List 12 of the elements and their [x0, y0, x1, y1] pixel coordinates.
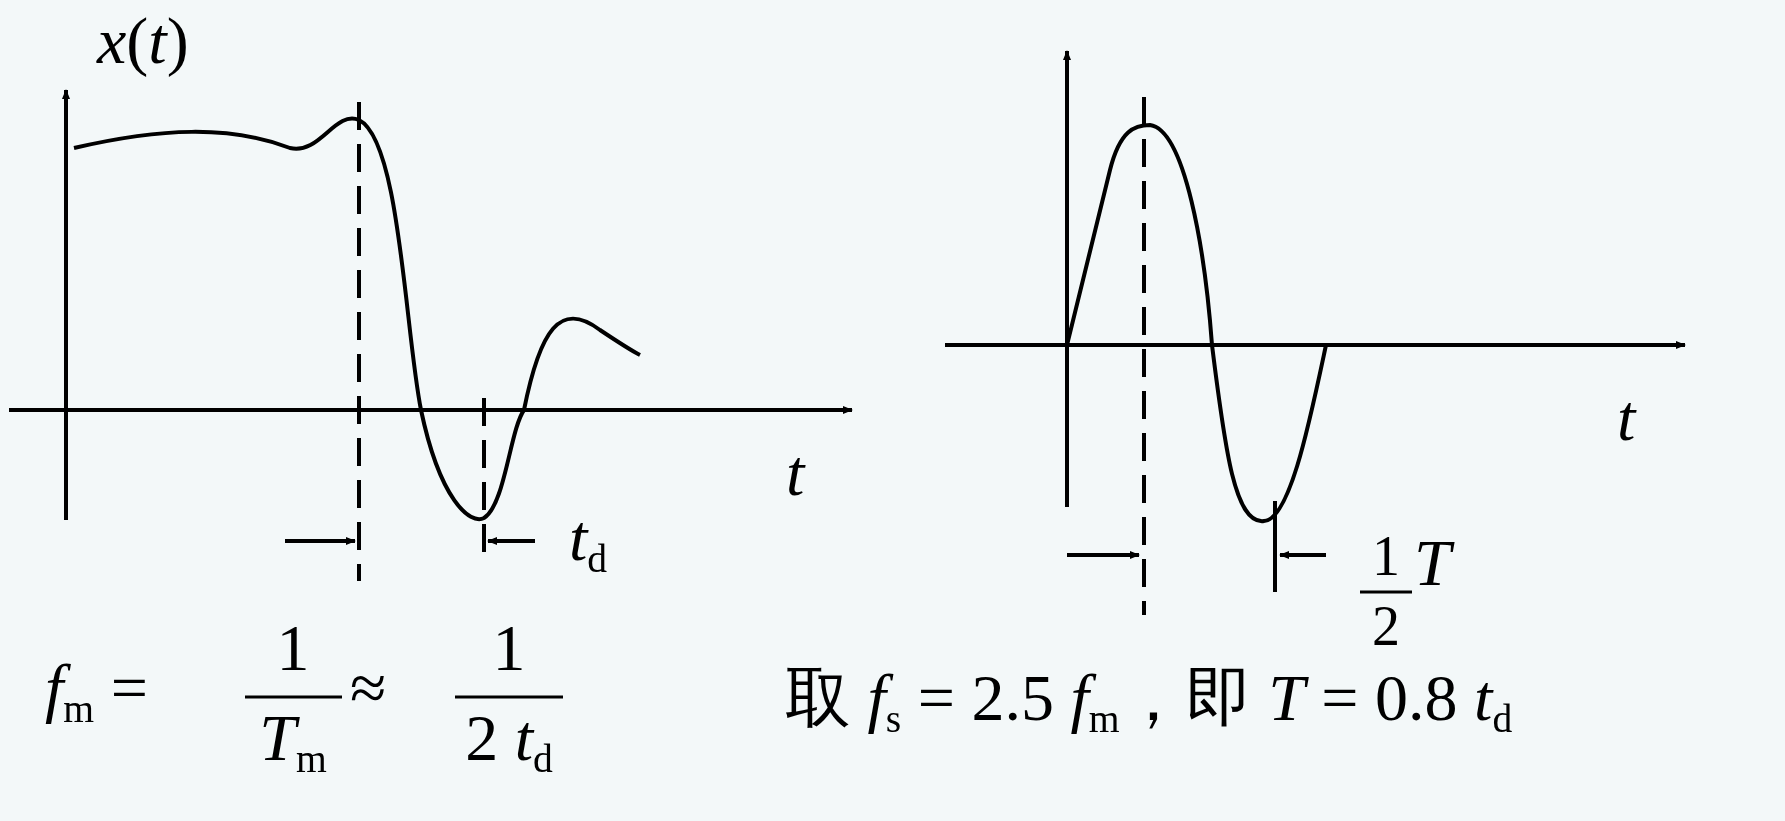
fraction-denominator: 2 [1372, 598, 1400, 654]
formula-text: 取 f$_{s}$ = 2.5 f$_{m}$，即 T = 0.8 t$_{d}$ [785, 665, 1513, 740]
fraction-denominator: T$_{m}$ [259, 705, 327, 780]
formula-text: f$_{m}$ = [45, 655, 148, 730]
fraction-numerator: 1 [492, 615, 526, 681]
formula-text: ≈ [350, 655, 387, 721]
fraction-numerator: 1 [1372, 528, 1400, 584]
axis-label: t [786, 440, 805, 506]
fraction-numerator: 1 [276, 615, 310, 681]
fraction-denominator: 2 t$_{d}$ [465, 705, 553, 780]
axis-label: t [1617, 385, 1636, 451]
dimension-label: t$_{d}$ [569, 505, 608, 580]
